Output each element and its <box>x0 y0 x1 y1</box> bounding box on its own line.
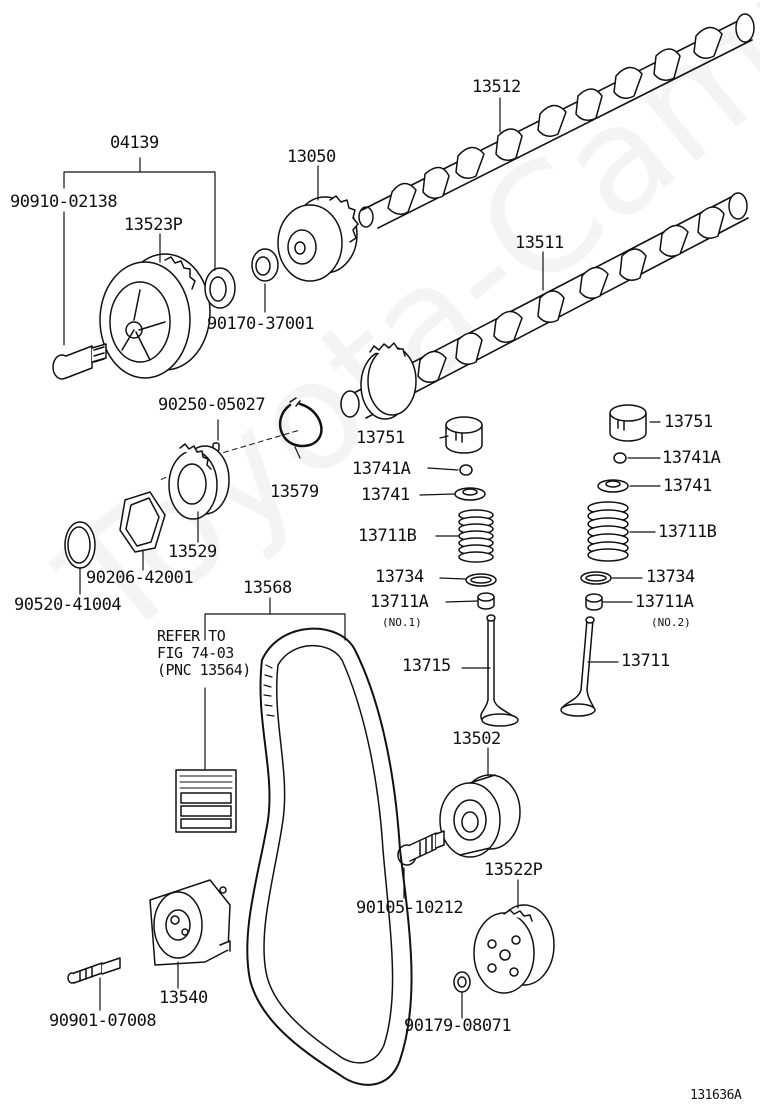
label-90910-02138: 90910-02138 <box>10 192 118 212</box>
bolt-90910 <box>52 343 107 380</box>
bolt-90105 <box>397 830 445 866</box>
camshaft-gear <box>360 342 417 420</box>
label-13734-no1: 13734 <box>375 567 424 587</box>
valve-train-no2 <box>560 404 647 717</box>
label-13734-no2: 13734 <box>646 567 695 587</box>
figure-code: 131636A <box>690 1088 742 1103</box>
label-13512: 13512 <box>472 77 521 97</box>
label-90170-37001: 90170-37001 <box>207 314 315 334</box>
snap-ring-13579 <box>278 397 323 448</box>
plate-90206 <box>119 491 166 553</box>
label-90901-07008: 90901-07008 <box>49 1011 157 1031</box>
nut-90179 <box>453 971 471 993</box>
label-no1: (NO.1) <box>382 616 422 629</box>
label-13540: 13540 <box>159 988 208 1008</box>
label-13529: 13529 <box>168 542 217 562</box>
label-13741A-no1: 13741A <box>352 459 411 479</box>
vvt-unit-13050 <box>277 195 359 282</box>
label-13522P: 13522P <box>484 860 543 880</box>
label-13511: 13511 <box>515 233 564 253</box>
label-no2: (NO.2) <box>651 616 691 629</box>
tensioner-13540 <box>149 879 231 966</box>
label-13711B-no2: 13711B <box>658 522 717 542</box>
label-90250-05027: 90250-05027 <box>158 395 266 415</box>
label-13711A-no1: 13711A <box>370 592 429 612</box>
seal-90170 <box>251 248 279 282</box>
camshaft-13512 <box>358 13 755 229</box>
label-13741-no2: 13741 <box>663 476 712 496</box>
label-13741-no1: 13741 <box>361 485 410 505</box>
camshaft-13511 <box>340 192 749 420</box>
label-13741A-no2: 13741A <box>662 448 721 468</box>
idler-pulley-13502 <box>439 774 521 858</box>
label-90105-10212: 90105-10212 <box>356 898 464 918</box>
label-13751-no2: 13751 <box>664 412 713 432</box>
label-13568: 13568 <box>243 578 292 598</box>
label-90520-41004: 90520-41004 <box>14 595 122 615</box>
timing-belt-13568 <box>246 627 413 1086</box>
refer-note: REFER TO FIG 74-03 (PNC 13564) <box>157 627 251 679</box>
valve-train-no1 <box>445 416 519 727</box>
washer-90520 <box>64 521 96 569</box>
label-90206-42001: 90206-42001 <box>86 568 194 588</box>
label-13711A-no2: 13711A <box>635 592 694 612</box>
pulley-13522P <box>473 904 555 994</box>
label-04139: 04139 <box>110 133 159 153</box>
label-13502: 13502 <box>452 729 501 749</box>
label-13579: 13579 <box>270 482 319 502</box>
leader-lines <box>63 97 661 1019</box>
label-13523P: 13523P <box>124 215 183 235</box>
label-13711B-no1: 13711B <box>358 526 417 546</box>
label-13751-no1: 13751 <box>356 428 405 448</box>
label-13711: 13711 <box>621 651 670 671</box>
sprocket-13523P <box>99 253 211 379</box>
label-13715: 13715 <box>402 656 451 676</box>
gear-13529 <box>168 443 230 520</box>
reference-doc-icon <box>175 769 237 833</box>
bolt-90901 <box>67 957 121 984</box>
label-90179-08071: 90179-08071 <box>404 1016 512 1036</box>
label-13050: 13050 <box>287 147 336 167</box>
seal-ring-near-sprocket <box>204 267 236 309</box>
